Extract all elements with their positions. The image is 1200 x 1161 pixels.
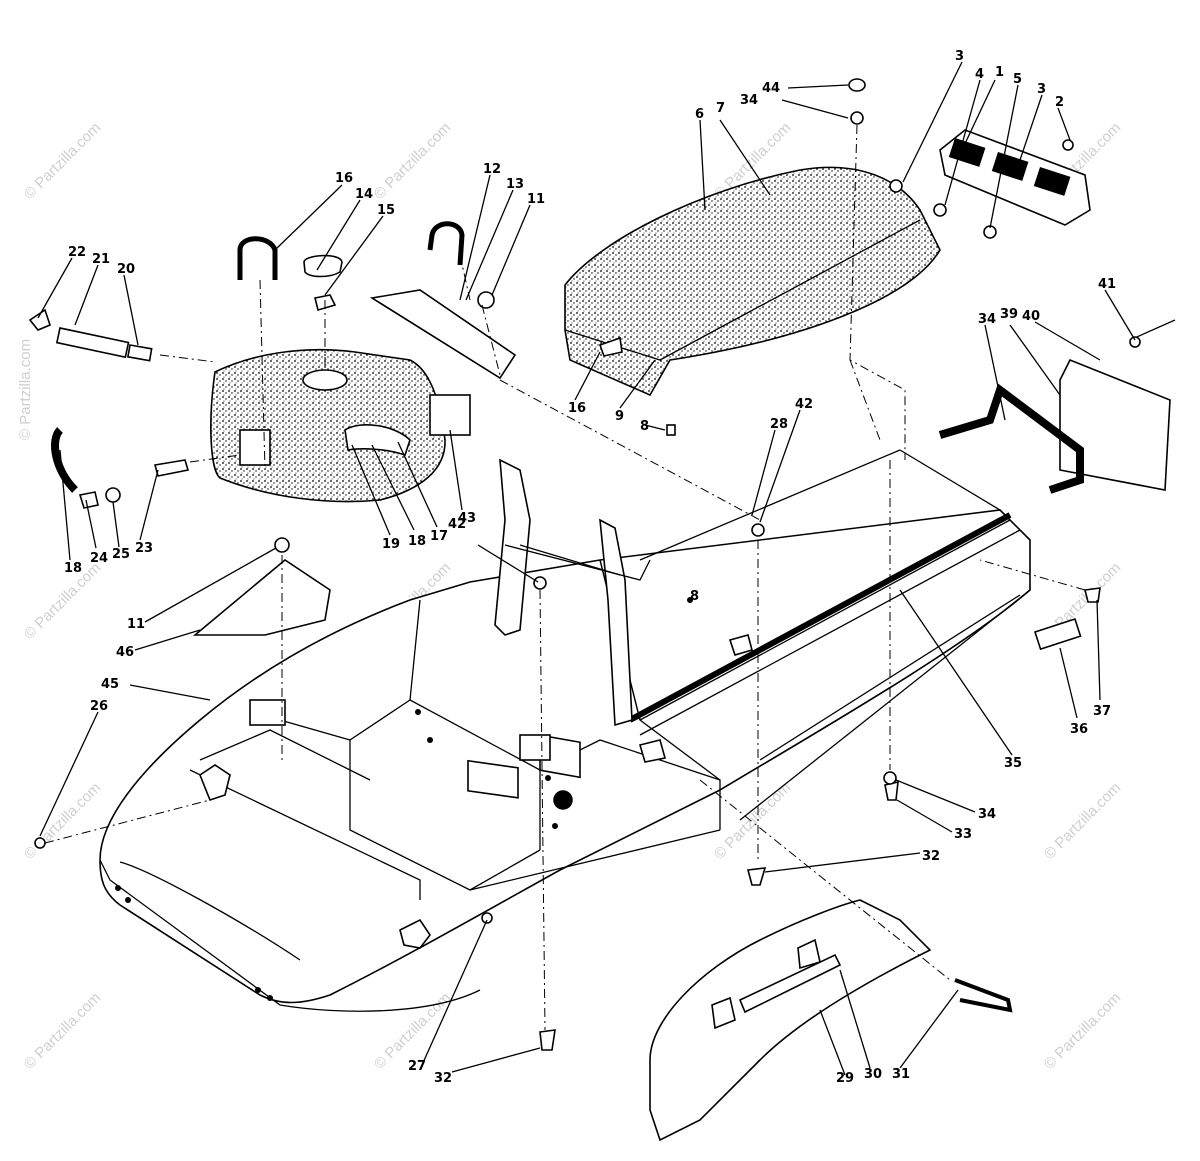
callout-label: 8 <box>690 589 699 604</box>
callout-label: 41 <box>1098 277 1116 292</box>
callout-label: 13 <box>506 177 524 192</box>
callout-label: 37 <box>1093 704 1111 719</box>
callout-label: 16 <box>335 171 353 186</box>
callout-label: 8 <box>640 419 649 434</box>
callout-label: 3 <box>955 49 964 64</box>
callout-label: 34 <box>740 93 758 108</box>
callout-label: 18 <box>64 561 82 576</box>
callout-label: 43 <box>458 511 476 526</box>
callout-label: 20 <box>117 262 135 277</box>
watermark-text: © Partzilla.com <box>711 779 794 862</box>
skid-plate <box>192 559 331 636</box>
assembly-lines <box>44 124 1086 1031</box>
callout-label: 27 <box>408 1059 426 1074</box>
fuel-line-parts <box>28 308 190 509</box>
callout-label: 14 <box>355 187 373 202</box>
callout-label: 1 <box>995 65 1004 80</box>
callout-label: 4 <box>975 67 984 82</box>
callout-label: 34 <box>978 312 996 327</box>
callout-label: 31 <box>892 1067 910 1082</box>
bolts <box>34 78 1141 1051</box>
rear-flap <box>938 319 1176 494</box>
callout-label: 9 <box>615 409 624 424</box>
watermark-text: © Partzilla.com <box>1041 989 1124 1072</box>
callout-label: 32 <box>434 1071 452 1086</box>
callout-label: 17 <box>430 529 448 544</box>
callout-label: 39 <box>1000 307 1018 322</box>
callout-label: 16 <box>568 401 586 416</box>
callout-label: 28 <box>770 417 788 432</box>
belly-pan-hull <box>99 449 1031 1012</box>
watermark-text: © Partzilla.com <box>17 339 34 440</box>
callout-label: 42 <box>448 517 466 532</box>
callout-label: 40 <box>1022 309 1040 324</box>
callout-label: 22 <box>68 245 86 260</box>
fuel-tank <box>210 348 471 503</box>
callout-label: 26 <box>90 699 108 714</box>
callout-label: 15 <box>377 203 395 218</box>
callout-label: 46 <box>116 645 134 660</box>
callout-label: 11 <box>527 192 545 207</box>
callout-label: 24 <box>90 551 108 566</box>
callout-label: 36 <box>1070 722 1088 737</box>
callout-label: 30 <box>864 1067 882 1082</box>
seat-trim-plate <box>939 129 1091 226</box>
callout-label: 11 <box>127 617 145 632</box>
callout-label: 42 <box>795 397 813 412</box>
callout-label: 23 <box>135 541 153 556</box>
callout-label: 3 <box>1037 82 1046 97</box>
callout-label: 2 <box>1055 95 1064 110</box>
watermark-text: © Partzilla.com <box>21 779 104 862</box>
callout-label: 21 <box>92 252 110 267</box>
callout-label: 33 <box>954 827 972 842</box>
callout-label: 29 <box>836 1071 854 1086</box>
callout-label: 34 <box>978 807 996 822</box>
watermark-text: © Partzilla.com <box>21 989 104 1072</box>
callout-label: 6 <box>695 107 704 122</box>
callout-label: 25 <box>112 547 130 562</box>
rear-bracket-skid <box>649 899 1013 1142</box>
callout-label: 32 <box>922 849 940 864</box>
callout-label: 7 <box>716 101 725 116</box>
watermark-text: © Partzilla.com <box>21 559 104 642</box>
watermark-text: © Partzilla.com <box>371 119 454 202</box>
callout-label: 12 <box>483 162 501 177</box>
callout-label: 19 <box>382 537 400 552</box>
callout-label: 44 <box>762 81 780 96</box>
callout-labels: 44 34 3 4 1 5 3 2 6 7 16 14 15 12 13 11 … <box>64 49 1116 1086</box>
leader-lines <box>37 61 1136 1076</box>
callout-label: 18 <box>408 534 426 549</box>
callout-label: 45 <box>101 677 119 692</box>
callout-label: 35 <box>1004 756 1022 771</box>
watermark-text: © Partzilla.com <box>21 119 104 202</box>
callout-label: 5 <box>1013 72 1022 87</box>
seat-assembly <box>564 166 941 397</box>
watermark-text: © Partzilla.com <box>1041 779 1124 862</box>
